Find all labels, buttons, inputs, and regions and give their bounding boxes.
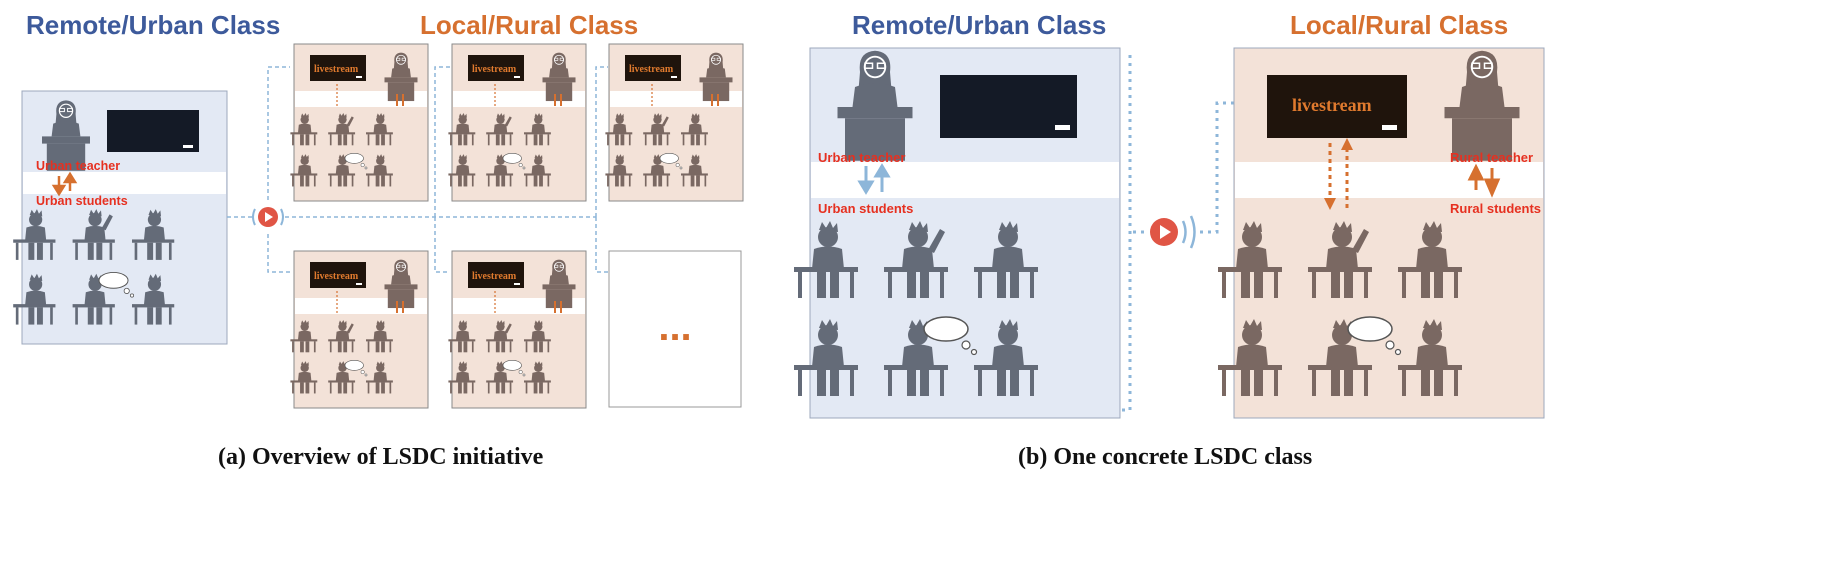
- ellipsis: ...: [658, 305, 691, 349]
- interaction-arrows: [51, 171, 78, 197]
- panel-b-urban-teacher-label: Urban teacher: [818, 150, 905, 165]
- panel-b-caption: (b) One concrete LSDC class: [1018, 444, 1313, 470]
- interaction-arrows: [1467, 163, 1501, 198]
- livestream-arrows: [494, 291, 562, 314]
- rural-mini-class: livestream: [605, 43, 744, 202]
- mini-livestream-label: livestream: [472, 271, 517, 282]
- rural-mini-class: livestream: [448, 43, 587, 202]
- rural-mini-class: livestream: [290, 43, 429, 202]
- rural-mini-class: livestream: [448, 250, 587, 409]
- panel-a-remote-title: Remote/Urban Class: [26, 10, 281, 40]
- mini-livestream-label: livestream: [314, 64, 359, 75]
- panel-a-broadcast: [252, 207, 284, 227]
- panel-b-urban-students-label: Urban students: [818, 201, 913, 216]
- panel-b-remote-title: Remote/Urban Class: [852, 10, 1107, 40]
- mini-livestream-label: livestream: [472, 64, 517, 75]
- blackboard-icon: [107, 110, 199, 152]
- panel-b-rural-class: livestream Rural teacher Rural students: [1218, 47, 1545, 419]
- panel-b-connectors: [1122, 55, 1270, 412]
- livestream-screen: livestream: [1267, 75, 1407, 138]
- panel-a-students-label: Urban students: [36, 194, 128, 208]
- panel-b-livestream-label: livestream: [1292, 95, 1372, 115]
- broadcast-waves-icon: [252, 208, 284, 226]
- panel-a-connectors: [227, 66, 608, 273]
- livestream-arrows: [336, 84, 404, 107]
- panel-b-local-title: Local/Rural Class: [1290, 10, 1509, 40]
- livestream-arrows: [651, 84, 719, 107]
- mini-livestream-label: livestream: [629, 64, 674, 75]
- livestream-arrows: [494, 84, 562, 107]
- panel-a-more-classes: ...: [608, 250, 742, 408]
- rural-mini-class: livestream: [290, 250, 429, 409]
- panel-b-urban-class: Urban teacher Urban students: [794, 47, 1121, 419]
- panel-a-local-title: Local/Rural Class: [420, 10, 639, 40]
- livestream-arrows: [1328, 143, 1349, 208]
- panel-b-rural-students-label: Rural students: [1450, 201, 1541, 216]
- panel-a-urban-class: Urban teacher Urban students: [13, 90, 228, 345]
- interaction-arrows: [857, 163, 891, 195]
- panel-a-teacher-label: Urban teacher: [36, 159, 120, 173]
- panel-a-caption: (a) Overview of LSDC initiative: [218, 444, 544, 470]
- panel-b-rural-teacher-label: Rural teacher: [1450, 150, 1533, 165]
- livestream-arrows: [336, 291, 404, 314]
- broadcast-waves-icon: [1181, 215, 1196, 249]
- blackboard-icon: [940, 75, 1077, 138]
- panel-b-broadcast: [1150, 215, 1196, 249]
- panel-a-rural-classes: livestream livestream livestream livestream…: [290, 43, 744, 409]
- mini-livestream-label: livestream: [314, 271, 359, 282]
